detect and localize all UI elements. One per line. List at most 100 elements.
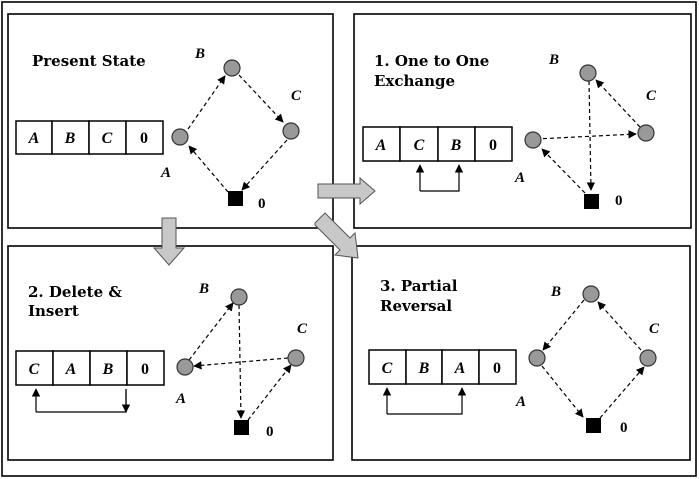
reversal-bracket-right — [387, 387, 467, 415]
node-c — [287, 349, 305, 367]
edge-depot-to-a — [541, 148, 586, 194]
panel-delete-insert: 2. Delete & Insert C A B 0 B C A — [7, 245, 334, 461]
edge-c-to-a — [193, 357, 289, 370]
seq-cell — [125, 120, 164, 155]
node-label-b: B — [548, 52, 559, 68]
swap-bracket-right — [420, 164, 464, 192]
sequence-present: A B C 0 — [15, 120, 164, 155]
panel-one-to-one-title-line1: 1. One to One — [374, 52, 489, 70]
seq-cell — [405, 349, 443, 385]
arrow-to-delete-insert — [152, 217, 186, 266]
seq-cell — [126, 350, 165, 386]
panel-present-title-line1: Present State — [32, 52, 146, 70]
edge-a-to-c — [535, 130, 637, 140]
edge-depot-to-a — [188, 145, 229, 193]
route-graph-present: B C A 0 — [160, 46, 302, 212]
node-label-c: C — [646, 88, 657, 104]
route-graph-one-to-one: B C A 0 — [514, 52, 657, 209]
node-b — [582, 285, 600, 303]
seq-cell — [399, 126, 439, 162]
node-c — [282, 122, 300, 140]
seq-cell-2: C — [414, 137, 425, 154]
panel-one-to-one-title-line2: Exchange — [374, 72, 455, 90]
node-c — [637, 124, 655, 142]
panel-delete-insert-title-line1: 2. Delete & — [28, 283, 122, 301]
seq-cell-3: C — [102, 130, 113, 147]
panel-partial-reversal: 3. Partial Reversal C B A 0 B C A 0 — [351, 245, 691, 461]
sequence-one-to-one: A C B 0 — [362, 126, 513, 162]
node-label-c: C — [649, 321, 660, 337]
seq-cell — [52, 350, 91, 386]
seq-cell — [478, 349, 517, 385]
arrow-to-one-to-one — [317, 176, 376, 206]
depot-node — [228, 191, 243, 206]
route-graph-delete-insert: B C A 0 — [175, 281, 308, 440]
seq-cell-2: B — [64, 130, 76, 147]
edge-a-to-b — [187, 75, 226, 130]
seq-cell-1: C — [382, 360, 393, 377]
edge-a-to-b — [188, 302, 234, 361]
panel-one-to-one-frame — [353, 13, 692, 229]
depot-node — [234, 420, 249, 435]
seq-cell-2: A — [65, 361, 77, 378]
seq-cell — [474, 126, 513, 162]
node-label-a: A — [175, 391, 186, 407]
arrow-to-partial-reversal — [314, 212, 359, 259]
node-label-c: C — [297, 321, 308, 337]
seq-cell-1: A — [28, 130, 40, 147]
node-a — [528, 349, 546, 367]
edge-depot-to-c — [247, 364, 292, 421]
node-label-b: B — [198, 281, 209, 297]
seq-cell-4: 0 — [489, 137, 497, 154]
panel-delete-insert-title-line2: Insert — [28, 302, 79, 320]
depot-node — [584, 194, 599, 209]
seq-cell-4: 0 — [140, 130, 148, 147]
panel-partial-reversal-title-line2: Reversal — [380, 297, 452, 315]
edge-b-to-depot — [236, 304, 246, 419]
node-b — [223, 59, 241, 77]
seq-cell-1: A — [375, 137, 387, 154]
depot-node — [586, 418, 601, 433]
node-label-a: A — [515, 394, 526, 410]
node-label-b: B — [550, 284, 561, 300]
panel-partial-reversal-title-line1: 3. Partial — [380, 277, 458, 295]
node-label-a: A — [514, 170, 525, 186]
edge-c-to-b — [597, 301, 642, 351]
sequence-delete-insert: C A B 0 — [15, 350, 165, 386]
node-c — [639, 349, 657, 367]
edge-a-to-depot — [541, 365, 584, 418]
seq-cell — [15, 350, 54, 386]
depot-label: 0 — [266, 424, 274, 440]
node-label-a: A — [160, 165, 171, 181]
seq-cell-2: B — [418, 360, 430, 377]
edge-depot-to-c — [599, 366, 645, 419]
seq-cell-1: C — [29, 361, 40, 378]
seq-cell-4: 0 — [141, 361, 149, 378]
node-a — [176, 358, 194, 376]
seq-cell-3: A — [454, 360, 466, 377]
node-b — [579, 64, 597, 82]
node-label-c: C — [291, 88, 302, 104]
edge-b-to-a — [542, 299, 585, 351]
route-graph-partial-reversal: B C A 0 — [515, 284, 660, 436]
seq-cell — [88, 120, 127, 155]
depot-label: 0 — [615, 193, 623, 209]
panel-present-state: Present State A B C 0 B C A 0 — [7, 13, 334, 229]
node-label-b: B — [194, 46, 205, 62]
seq-cell-3: B — [450, 137, 462, 154]
depot-label: 0 — [258, 196, 266, 212]
node-a — [171, 128, 189, 146]
panel-one-to-one-exchange: 1. One to One Exchange A C B 0 B C A — [353, 13, 692, 229]
seq-cell — [368, 349, 407, 385]
seq-cell-3: B — [102, 361, 114, 378]
seq-cell-4: 0 — [493, 360, 501, 377]
node-a — [524, 131, 542, 149]
depot-label: 0 — [620, 420, 628, 436]
node-b — [230, 288, 248, 306]
edge-b-to-c — [238, 74, 284, 123]
edge-c-to-depot — [241, 139, 288, 191]
edge-c-to-b — [595, 79, 641, 128]
sequence-partial-reversal: C B A 0 — [368, 349, 517, 385]
seq-cell — [15, 120, 53, 155]
